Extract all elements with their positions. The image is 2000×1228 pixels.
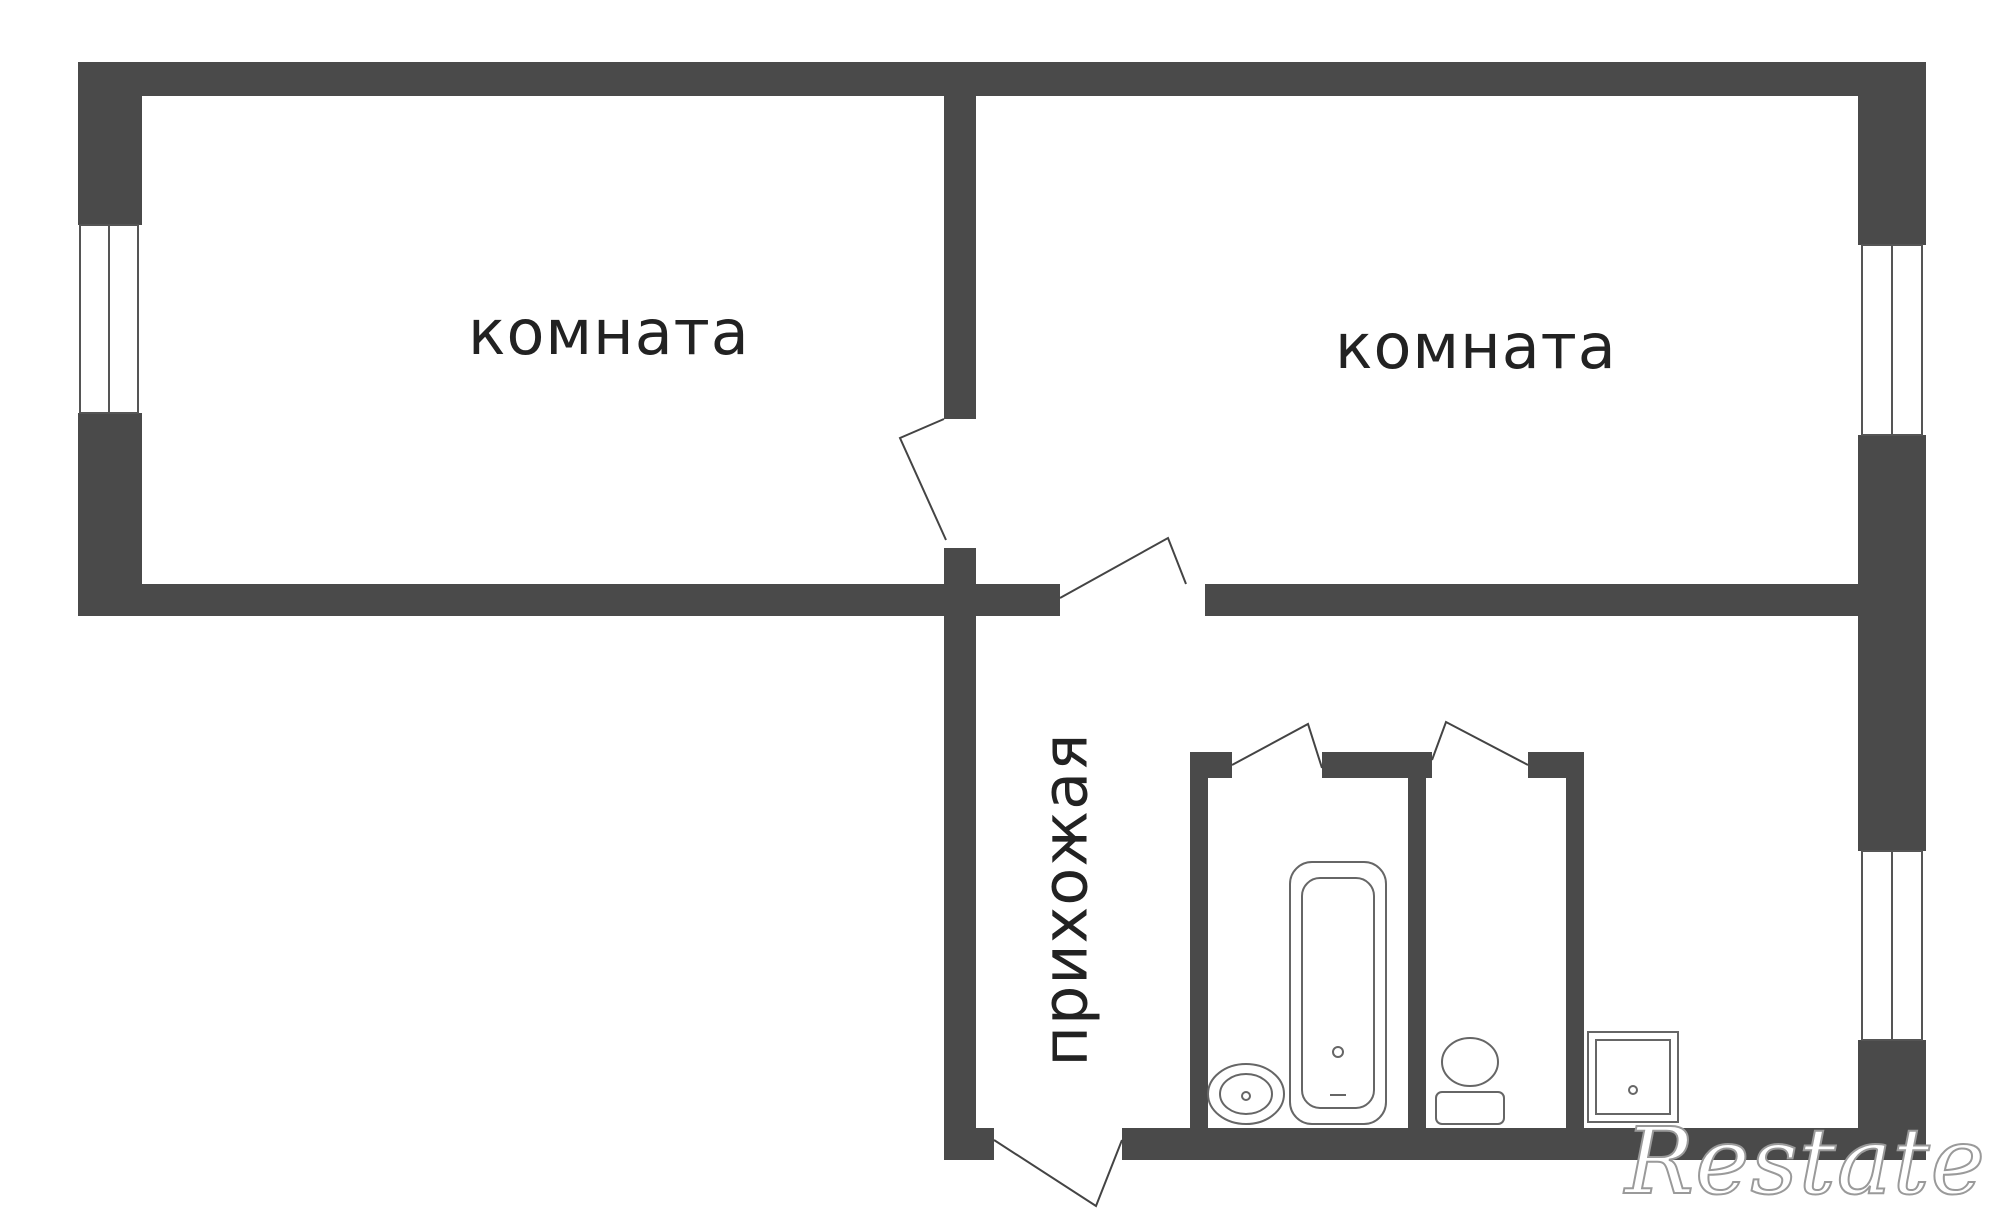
wall-mid-right bbox=[1205, 584, 1926, 616]
door-entrance bbox=[993, 1139, 1123, 1208]
wall-divider-lower bbox=[944, 548, 976, 1160]
wall-bottom bbox=[1122, 1128, 1926, 1160]
door-bathroom bbox=[1231, 722, 1323, 769]
toilet-icon bbox=[1435, 1037, 1505, 1125]
room-label-1: комната bbox=[468, 296, 750, 369]
door-wc bbox=[1431, 720, 1529, 766]
restate-logo: Restate bbox=[1624, 1107, 1986, 1216]
wall-mid-left bbox=[78, 584, 1060, 616]
bath-wall-left bbox=[1190, 752, 1208, 1128]
shower-tray-icon bbox=[1587, 1031, 1679, 1123]
wall-right-mid bbox=[1858, 435, 1926, 851]
wall-left-upper bbox=[78, 62, 142, 225]
wall-bottom-left-stub bbox=[944, 1128, 994, 1160]
bath-wall-top-left bbox=[1190, 752, 1232, 778]
hall-label: прихожая bbox=[1028, 732, 1102, 1067]
wall-left-lower bbox=[78, 413, 142, 616]
fixtures bbox=[1207, 861, 1679, 1125]
door-room2 bbox=[1059, 536, 1187, 599]
wall-top bbox=[78, 62, 1926, 96]
wall-right-top bbox=[1858, 62, 1926, 245]
bathtub-icon bbox=[1289, 861, 1387, 1125]
wc-wall-right bbox=[1566, 752, 1584, 1128]
walls bbox=[78, 62, 1926, 1160]
sink-icon bbox=[1207, 1063, 1285, 1125]
wall-divider-upper bbox=[944, 62, 976, 419]
door-room1 bbox=[898, 418, 947, 541]
doors bbox=[898, 418, 1529, 1208]
room-label-2: комната bbox=[1335, 310, 1617, 383]
bath-wall-divider bbox=[1408, 752, 1426, 1128]
windows bbox=[79, 224, 1923, 1041]
